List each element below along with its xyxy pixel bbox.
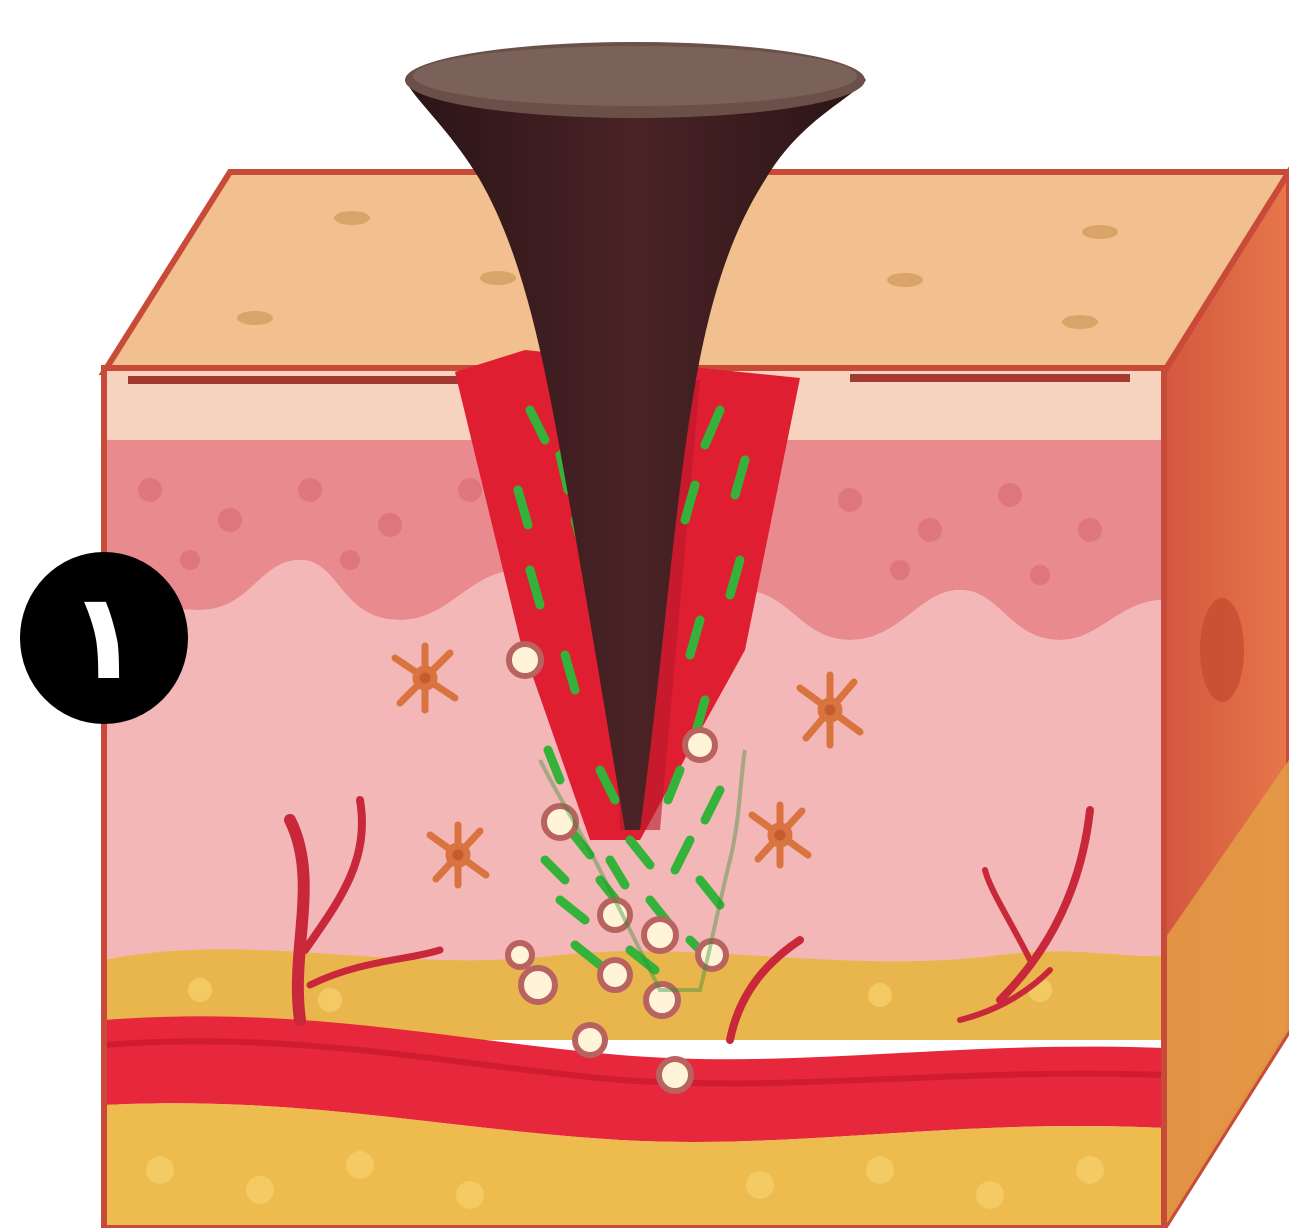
step-number-label: ١ <box>67 578 140 698</box>
probe-top-surface <box>413 46 857 106</box>
step-number-badge: ١ <box>20 552 188 724</box>
side-cell-marking <box>1200 598 1244 702</box>
